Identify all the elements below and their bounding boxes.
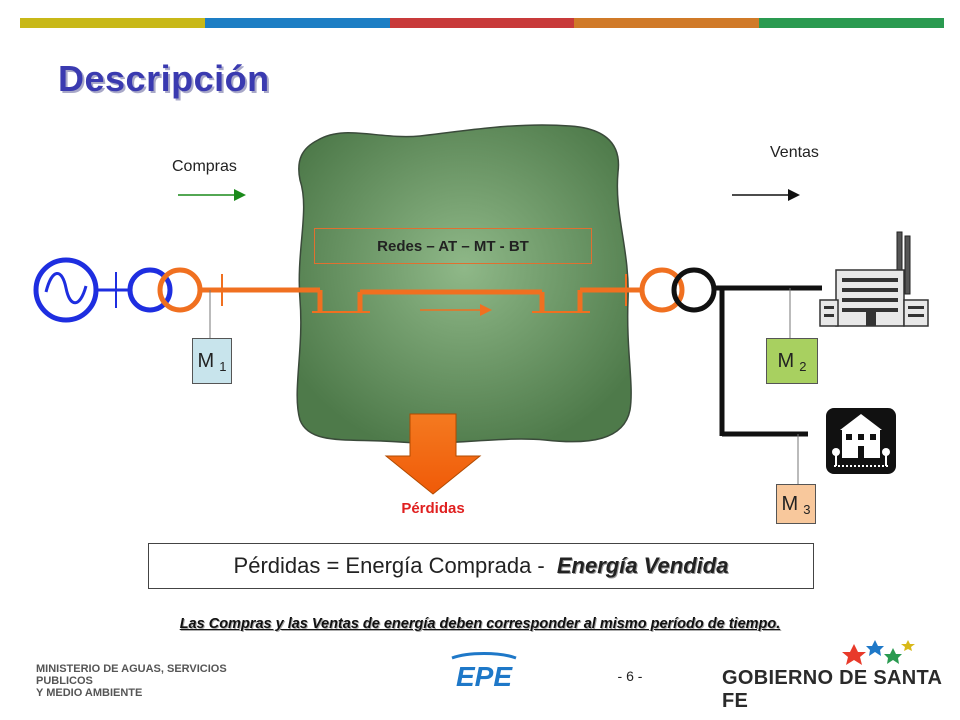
epe-logo: EPE bbox=[451, 652, 517, 692]
losses-arrow bbox=[384, 413, 482, 495]
house-icon bbox=[826, 408, 896, 474]
top-color-bar bbox=[20, 18, 944, 28]
meter-m3-letter: M bbox=[781, 492, 799, 515]
distribution-bus bbox=[714, 285, 822, 484]
formula-emphasis: Energía Vendida bbox=[556, 553, 729, 578]
ministerio-logo: MINISTERIO DE AGUAS, SERVICIOS PUBLICOS … bbox=[36, 663, 256, 699]
ventas-arrow bbox=[732, 189, 800, 201]
compras-label: Compras bbox=[172, 158, 237, 175]
gobierno-santa-fe-logo: GOBIERNO DE SANTA FE bbox=[722, 667, 942, 712]
inner-network-line bbox=[357, 289, 545, 312]
factory-icon bbox=[819, 231, 929, 327]
meter-m2-letter: M bbox=[777, 349, 795, 372]
right-transformer-icon bbox=[639, 267, 717, 313]
meter-m1-letter: M bbox=[197, 349, 215, 372]
generator-icon bbox=[33, 257, 130, 323]
meter-m3-number: 3 bbox=[803, 501, 811, 517]
page-number: - 6 - bbox=[617, 668, 643, 684]
flow-arrow bbox=[420, 304, 492, 316]
left-transformer-icon bbox=[127, 267, 203, 313]
ministerio-line-2: Y MEDIO AMBIENTE bbox=[36, 687, 143, 699]
epe-logo-text: EPE bbox=[456, 661, 513, 692]
topbar-segment-3 bbox=[389, 18, 575, 28]
formula-prefix: Pérdidas = Energía Comprada - bbox=[233, 553, 551, 578]
right-feeder-line bbox=[532, 274, 640, 313]
losses-formula: Pérdidas = Energía Comprada - Energía Ve… bbox=[148, 543, 814, 589]
redes-label: Redes – AT – MT - BT bbox=[377, 237, 529, 255]
ventas-label: Ventas bbox=[770, 144, 819, 161]
period-note: Las Compras y las Ventas de energía debe… bbox=[179, 616, 781, 632]
network-cloud bbox=[296, 124, 632, 444]
topbar-segment-5 bbox=[759, 18, 944, 28]
redes-box: Redes – AT – MT - BT bbox=[314, 228, 592, 264]
meter-m2-number: 2 bbox=[799, 358, 807, 374]
meter-m1-number: 1 bbox=[219, 358, 227, 374]
topbar-segment-4 bbox=[574, 18, 760, 28]
page-title: Descripción bbox=[58, 58, 270, 99]
topbar-segment-2 bbox=[204, 18, 390, 28]
compras-arrow bbox=[178, 189, 246, 201]
santa-fe-stars-icon bbox=[842, 640, 915, 665]
topbar-segment-1 bbox=[20, 18, 205, 28]
perdidas-label: Pérdidas bbox=[401, 500, 465, 517]
ministerio-line-1: MINISTERIO DE AGUAS, SERVICIOS PUBLICOS bbox=[36, 663, 227, 687]
